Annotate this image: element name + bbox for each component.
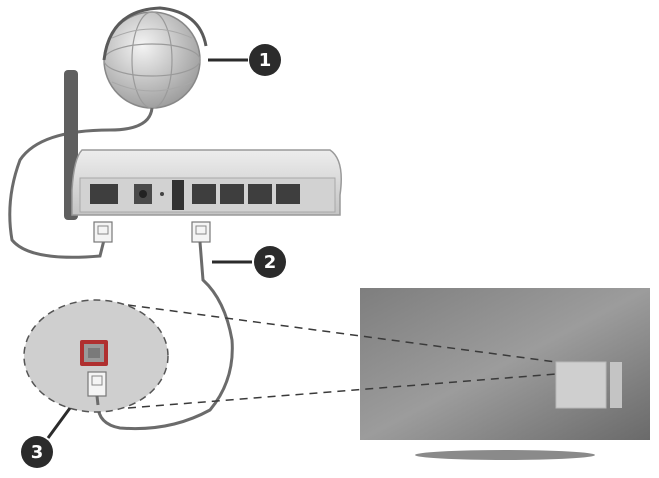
callout-badge-2: 2 (254, 246, 286, 278)
zoom-line-top (127, 304, 557, 363)
callout-label-3: 3 (31, 442, 44, 463)
callout-3-leader (46, 407, 72, 439)
callout-label-1: 1 (259, 50, 272, 71)
rj45-plug-icon (191, 221, 211, 243)
rj45-plug-icon (87, 371, 107, 406)
tv-stand (415, 450, 595, 460)
wan-cable (8, 107, 154, 259)
lan-cable (96, 241, 234, 431)
tv-icon (360, 288, 650, 460)
tv-port-zoom (23, 299, 169, 413)
lan-port-icon (80, 340, 108, 366)
callout-badge-3: 3 (21, 436, 53, 468)
callout-label-2: 2 (264, 252, 277, 273)
zoom-line-bottom (127, 373, 557, 409)
callout-badge-1: 1 (249, 44, 281, 76)
router-icon (64, 70, 342, 220)
globe-icon (102, 6, 208, 109)
rj45-plug-icon (93, 221, 113, 243)
